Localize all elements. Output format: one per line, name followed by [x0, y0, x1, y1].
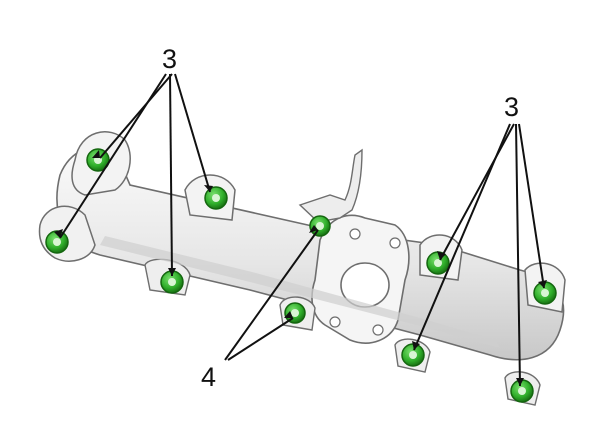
bolt [510, 379, 534, 403]
callout-label-center: 4 [201, 362, 216, 392]
callout-label-left: 3 [162, 44, 177, 74]
leader-line [515, 123, 521, 387]
leader-line [169, 73, 173, 277]
manifold-body [38, 131, 566, 406]
bolt [204, 186, 228, 210]
leader-line [413, 123, 511, 351]
bolt [284, 302, 306, 324]
leader-line [439, 123, 515, 261]
leader-arrowheads [54, 150, 547, 386]
flange-hole [372, 324, 384, 336]
leader-line [99, 73, 173, 159]
leader-line [227, 317, 294, 361]
leader-line [59, 73, 167, 239]
flange-hole [329, 316, 341, 328]
bolt [426, 251, 450, 275]
callout-label-right: 3 [504, 92, 519, 122]
bracket [298, 148, 363, 223]
flange-hole [389, 237, 401, 249]
bolt [309, 215, 331, 237]
bolt [401, 343, 425, 367]
flange-hole [349, 228, 361, 240]
bolt [45, 230, 69, 254]
leader-line [518, 123, 545, 289]
manifold-shading [100, 236, 500, 348]
leader-line [174, 73, 211, 193]
leader-line [224, 229, 319, 361]
leader-lines [59, 73, 545, 387]
